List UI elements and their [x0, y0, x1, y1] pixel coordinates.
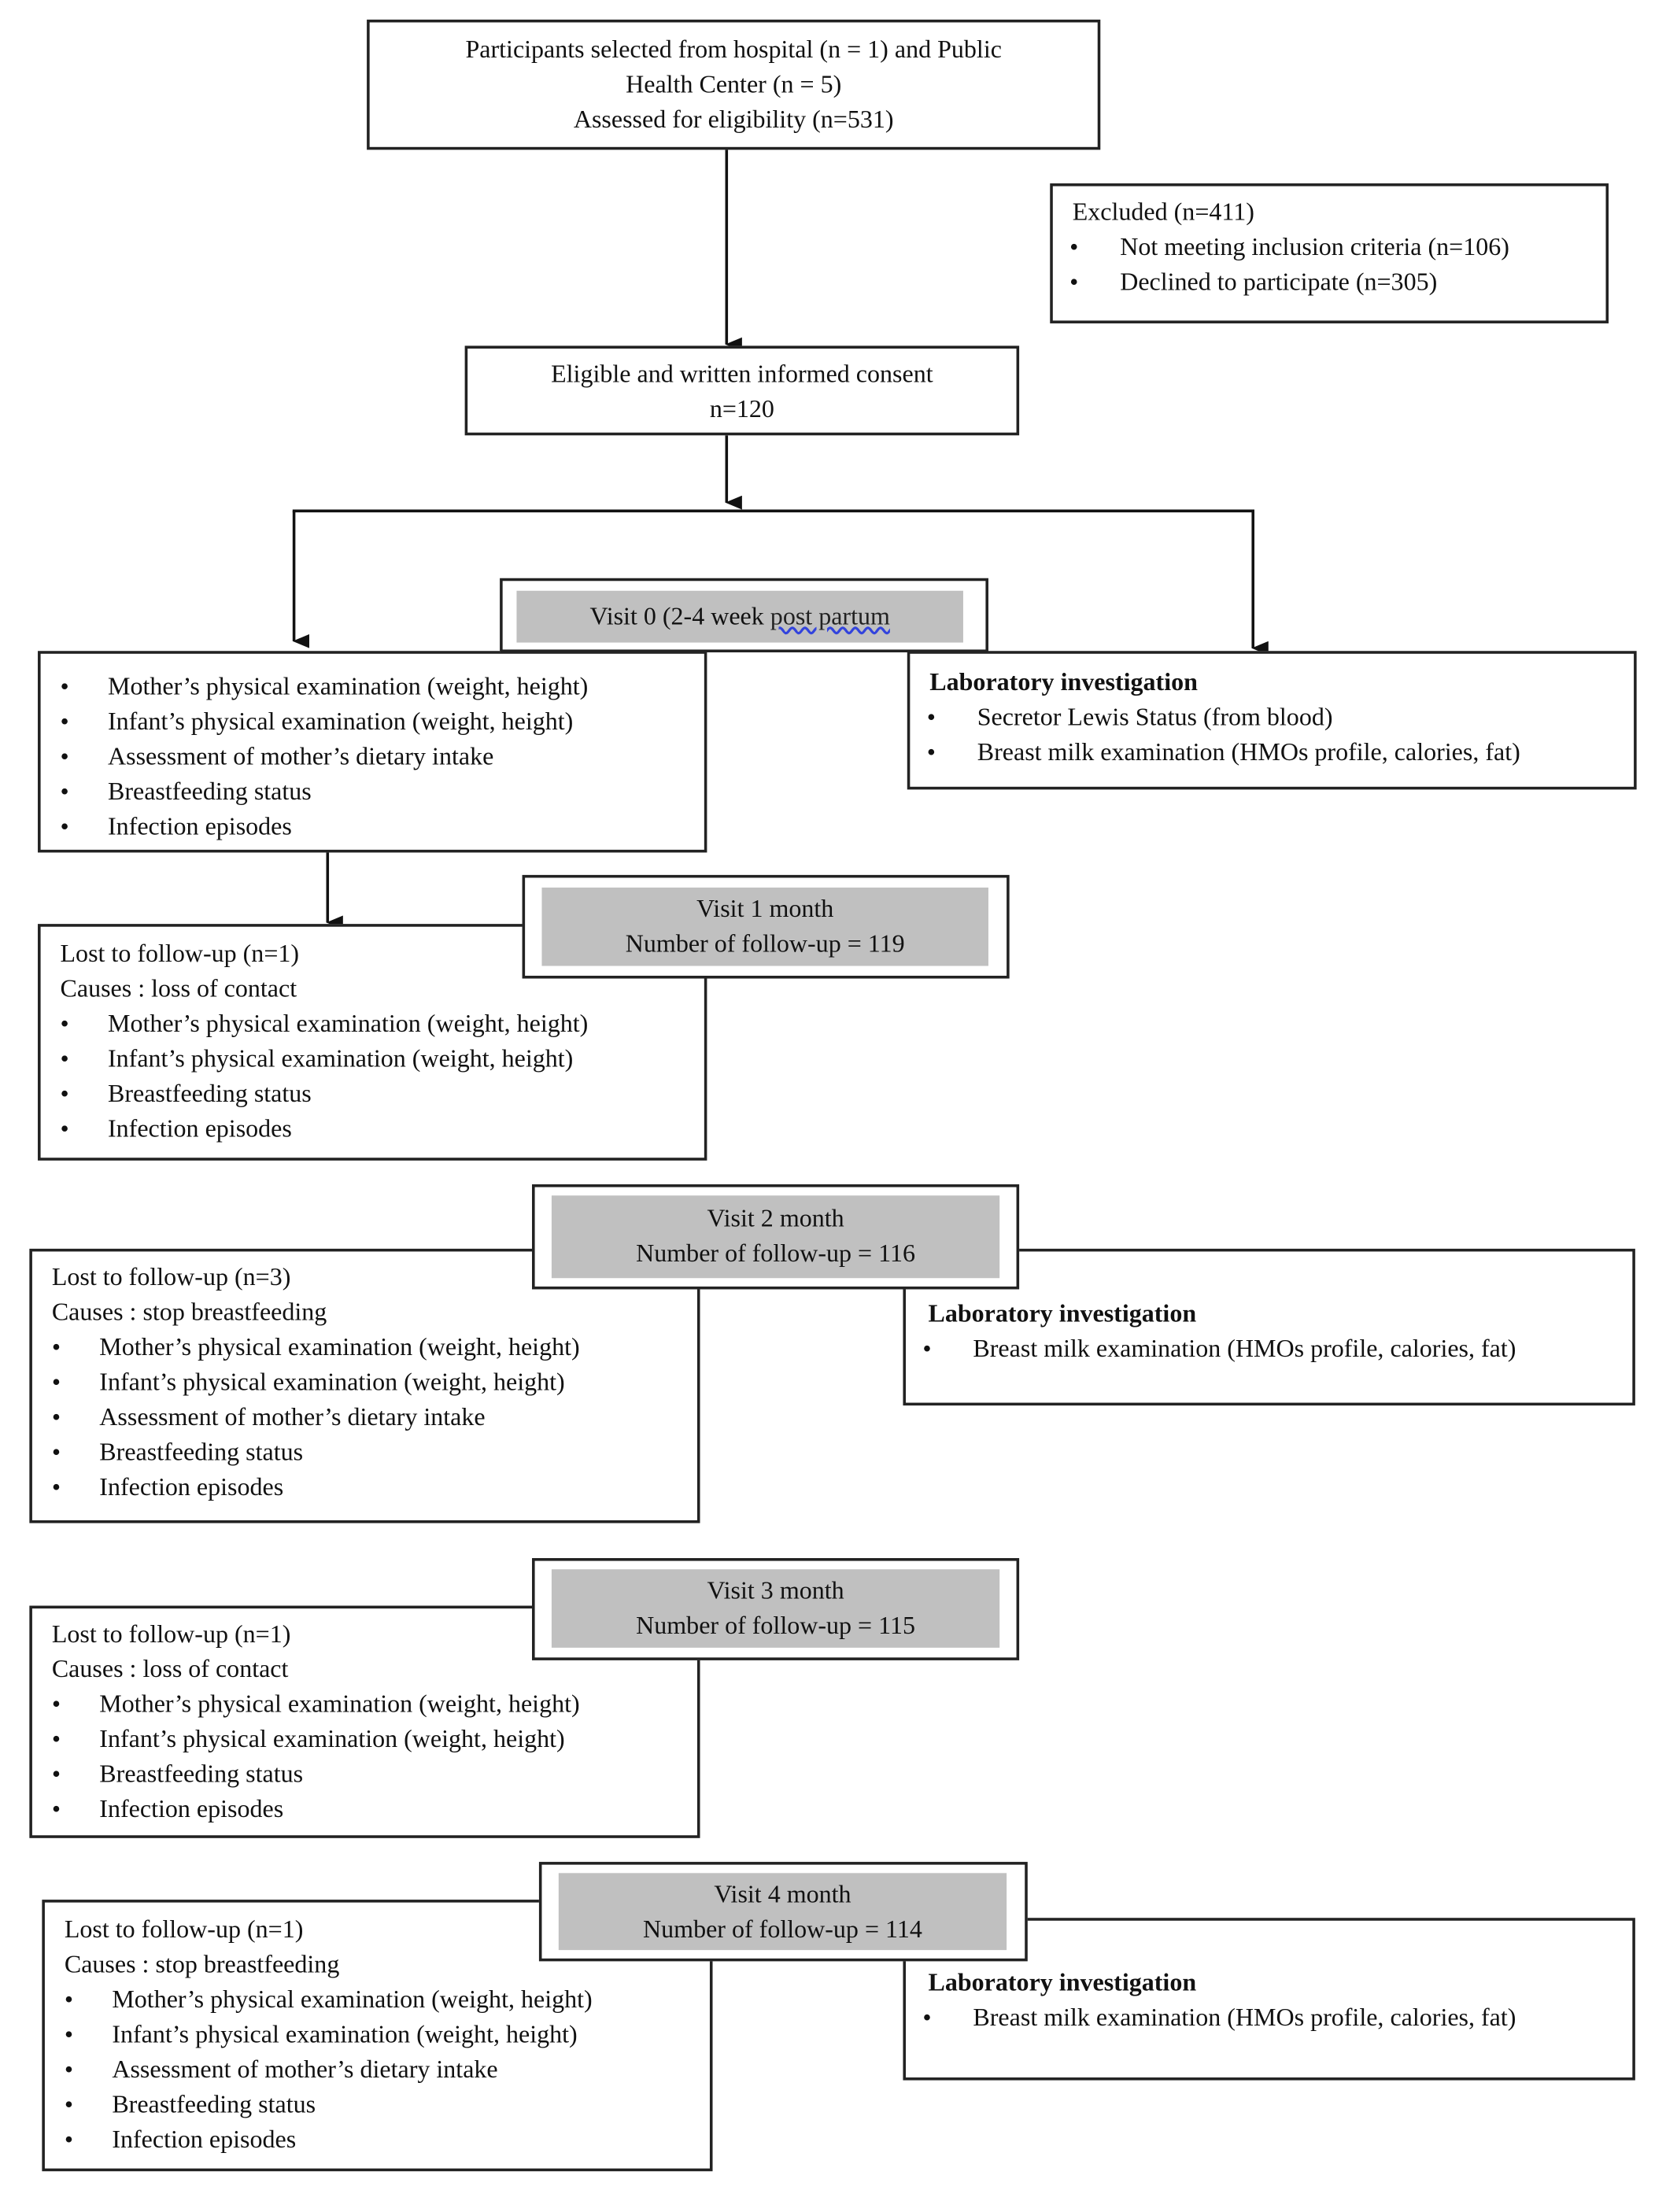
lab-title: Laboratory investigation — [928, 1298, 1197, 1328]
visit4-header: Visit 4 month Number of follow-up = 114 — [538, 1862, 1028, 1962]
exam-item: Infant’s physical examination (weight, h… — [41, 1042, 704, 1076]
visit0-label: Visit 0 (2-4 week post partum — [516, 590, 963, 643]
visit4-count: Number of follow-up = 114 — [643, 1915, 922, 1944]
exam-item: Infant’s physical examination (weight, h… — [32, 1365, 697, 1400]
lost-to-follow-up: Lost to follow-up (n=1) — [60, 939, 300, 968]
exam-item: Breastfeeding status — [41, 774, 704, 809]
visit0-lab-box: Laboratory investigation Secretor Lewis … — [907, 651, 1637, 790]
excluded-item: Not meeting inclusion criteria (n=106) — [1053, 230, 1606, 264]
exam-item: Assessment of mother’s dietary intake — [45, 2052, 710, 2087]
visit3-count: Number of follow-up = 115 — [636, 1611, 915, 1640]
visit2-header: Visit 2 month Number of follow-up = 116 — [532, 1184, 1020, 1290]
exam-item: Infection episodes — [41, 809, 704, 844]
lab-item: Breast milk examination (HMOs profile, c… — [906, 2000, 1632, 2035]
exam-item: Infant’s physical examination (weight, h… — [41, 704, 704, 739]
causes: Causes : stop breastfeeding — [51, 1298, 327, 1326]
exam-item: Mother’s physical examination (weight, h… — [41, 1006, 704, 1041]
excluded-title: Excluded (n=411) — [1072, 197, 1254, 226]
visit0-header: Visit 0 (2-4 week post partum — [500, 578, 988, 653]
enrollment-box: Participants selected from hospital (n =… — [367, 19, 1101, 150]
lost-to-follow-up: Lost to follow-up (n=1) — [51, 1619, 291, 1648]
exam-item: Infection episodes — [41, 1112, 704, 1147]
excluded-item: Declined to participate (n=305) — [1053, 264, 1606, 299]
causes: Causes : loss of contact — [60, 974, 297, 1003]
exam-item: Breastfeeding status — [32, 1757, 697, 1792]
lab-item: Secretor Lewis Status (from blood) — [910, 700, 1634, 735]
visit4-title: Visit 4 month — [714, 1880, 851, 1908]
enrollment-line: Assessed for eligibility (n=531) — [573, 105, 894, 134]
exam-item: Assessment of mother’s dietary intake — [41, 739, 704, 774]
lost-to-follow-up: Lost to follow-up (n=1) — [64, 1915, 304, 1944]
visit4-lab-box: Laboratory investigation Breast milk exa… — [903, 1918, 1635, 2081]
visit3-header: Visit 3 month Number of follow-up = 115 — [532, 1558, 1020, 1660]
eligible-box: Eligible and written informed consent n=… — [464, 345, 1020, 436]
exam-item: Infection episodes — [32, 1792, 697, 1826]
visit1-header: Visit 1 month Number of follow-up = 119 — [522, 874, 1010, 979]
visit2-lab-box: Laboratory investigation Breast milk exa… — [903, 1248, 1635, 1406]
lab-item: Breast milk examination (HMOs profile, c… — [910, 735, 1634, 770]
enrollment-line: Health Center (n = 5) — [626, 69, 842, 98]
exam-item: Infant’s physical examination (weight, h… — [32, 1722, 697, 1756]
lost-to-follow-up: Lost to follow-up (n=3) — [51, 1262, 291, 1291]
visit2-title: Visit 2 month — [707, 1203, 844, 1232]
excluded-box: Excluded (n=411) Not meeting inclusion c… — [1050, 183, 1609, 323]
exam-item: Infection episodes — [45, 2122, 710, 2157]
visit1-title: Visit 1 month — [696, 894, 834, 923]
lab-title: Laboratory investigation — [929, 667, 1198, 696]
exam-item: Mother’s physical examination (weight, h… — [32, 1687, 697, 1722]
eligible-line: n=120 — [709, 394, 774, 423]
visit2-exams-box: Lost to follow-up (n=3) Causes : stop br… — [29, 1248, 700, 1523]
exam-item: Breastfeeding status — [45, 2087, 710, 2122]
exam-item: Mother’s physical examination (weight, h… — [41, 669, 704, 703]
enrollment-line: Participants selected from hospital (n =… — [465, 35, 1002, 64]
visit1-exams-box: Lost to follow-up (n=1) Causes : loss of… — [38, 924, 707, 1161]
visit1-count: Number of follow-up = 119 — [625, 929, 905, 958]
visit0-label-b: post partum — [770, 601, 890, 630]
lab-item: Breast milk examination (HMOs profile, c… — [906, 1331, 1632, 1366]
exam-item: Mother’s physical examination (weight, h… — [32, 1330, 697, 1364]
visit2-count: Number of follow-up = 116 — [636, 1239, 915, 1267]
visit3-title: Visit 3 month — [707, 1576, 844, 1605]
exam-item: Infection episodes — [32, 1470, 697, 1505]
lab-title: Laboratory investigation — [928, 1968, 1197, 1996]
exam-item: Breastfeeding status — [32, 1435, 697, 1469]
causes: Causes : loss of contact — [51, 1654, 289, 1683]
eligible-line: Eligible and written informed consent — [551, 360, 933, 388]
causes: Causes : stop breastfeeding — [64, 1950, 340, 1978]
visit0-label-a: Visit 0 (2-4 week — [589, 601, 770, 630]
exam-item: Breastfeeding status — [41, 1076, 704, 1111]
exam-item: Mother’s physical examination (weight, h… — [45, 1982, 710, 2017]
visit0-exams-box: Mother’s physical examination (weight, h… — [38, 651, 707, 853]
exam-item: Infant’s physical examination (weight, h… — [45, 2018, 710, 2052]
exam-item: Assessment of mother’s dietary intake — [32, 1400, 697, 1435]
